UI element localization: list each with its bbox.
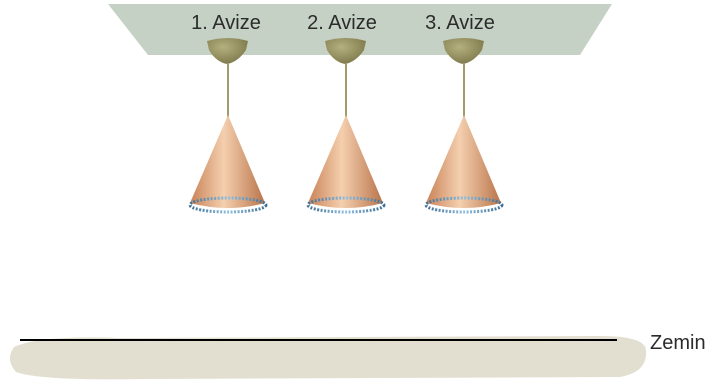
ground	[9, 336, 647, 380]
chandelier-3: 3. Avize	[424, 12, 504, 214]
lamp-rim-1	[188, 196, 268, 214]
canopy-3	[443, 38, 484, 64]
floor-label: Zemin	[650, 332, 706, 354]
lamp-shade-2	[308, 115, 383, 208]
lamp-shade-3	[426, 115, 501, 208]
lamp-rim-2	[306, 196, 386, 214]
lamp-rim-3	[424, 196, 504, 214]
chandelier-3-label: 3. Avize	[425, 12, 495, 34]
chandelier-1: 1. Avize	[188, 12, 268, 214]
chandelier-1-label: 1. Avize	[191, 12, 261, 34]
chandelier-2: 2. Avize	[306, 12, 386, 214]
canopy-1	[207, 38, 248, 64]
canopy-2	[325, 38, 366, 64]
chandelier-2-label: 2. Avize	[307, 12, 377, 34]
lamp-shade-1	[190, 115, 265, 208]
